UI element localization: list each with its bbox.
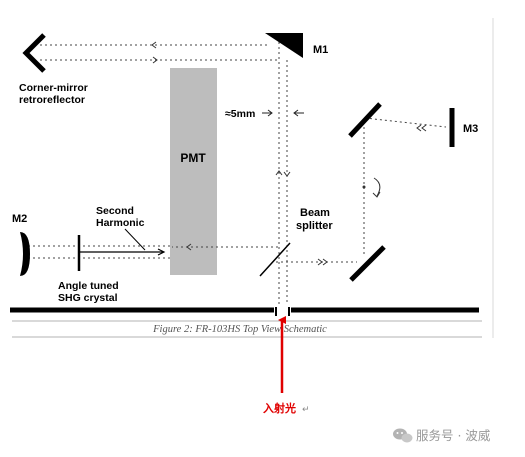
dot-marker <box>362 185 366 189</box>
shg-crystal-label: Angle tuned <box>58 280 119 292</box>
rotation-mark <box>373 177 381 197</box>
figure-caption: Figure 2: FR-103HS Top View Schematic <box>152 324 327 335</box>
pmt-block <box>170 68 217 275</box>
m3-label: M3 <box>463 123 478 135</box>
lower-right-mirror <box>349 245 386 282</box>
shg-crystal-label-2: SHG crystal <box>58 292 118 304</box>
upper-right-mirror <box>348 102 382 138</box>
pmt-label: PMT <box>180 151 206 165</box>
m2-mirror <box>20 232 30 276</box>
beam-splitter-label: Beam <box>300 207 330 219</box>
m1-mirror <box>265 33 303 58</box>
beam-splitter-label-2: splitter <box>296 220 333 232</box>
beam-paths <box>28 42 447 305</box>
incident-light-label: 入射光 <box>263 401 296 415</box>
return-mark: ↵ <box>302 405 310 415</box>
direction-arrows <box>151 41 427 266</box>
wechat-icon <box>393 428 413 443</box>
corner-mirror <box>22 33 46 73</box>
spacing-label: ≈5mm <box>225 108 255 120</box>
beam-splitter <box>259 242 291 277</box>
m1-label: M1 <box>313 44 328 56</box>
second-harmonic-label-2: Harmonic <box>96 217 145 229</box>
second-harmonic-label: Second <box>96 205 134 217</box>
corner-mirror-label: Corner-mirror <box>19 82 88 94</box>
watermark-text: 服务号 · 波威 <box>416 428 491 443</box>
m2-label: M2 <box>12 213 27 225</box>
corner-mirror-label-2: retroreflector <box>19 94 85 106</box>
